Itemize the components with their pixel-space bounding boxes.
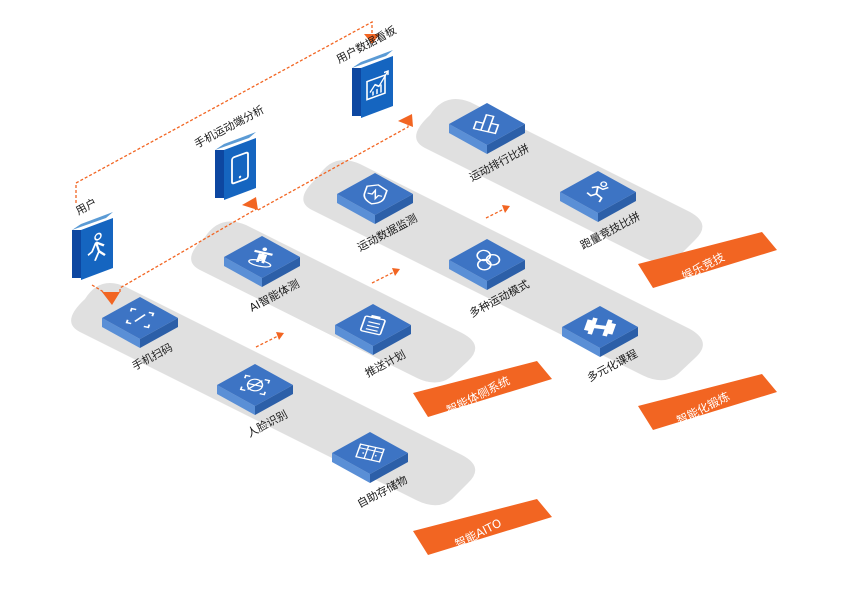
flow-fitness-to-training [371, 271, 395, 284]
tag-ribbon [413, 499, 552, 555]
node-label: 用户 [73, 195, 99, 218]
tile-side [224, 257, 262, 287]
flow-user-to-dashboard [75, 20, 373, 203]
clipboard-list-icon [359, 314, 386, 336]
runner-icon [586, 181, 609, 203]
dumbbell-icon [583, 317, 617, 337]
tile-face-recognition[interactable]: 人脸识别 [217, 364, 293, 440]
tablet-icon [231, 151, 249, 185]
tile-side [332, 453, 370, 483]
arrow-into-phone [242, 197, 258, 210]
tile-side [598, 192, 636, 222]
tile-top [335, 304, 411, 346]
node-dashboard[interactable]: 用户数据看板 [334, 23, 399, 118]
arrow-into-aito [102, 292, 120, 305]
tag-aito: 智能AITO [413, 499, 552, 555]
tile-side [337, 194, 375, 224]
scan-code-icon [125, 307, 155, 329]
node-top [72, 212, 113, 230]
tile-side [217, 385, 255, 415]
node-top [352, 50, 393, 68]
face-recognition-icon [239, 374, 271, 396]
tile-side [487, 124, 525, 154]
tile-side [449, 124, 487, 154]
arrow-training-to-entertainment [502, 205, 510, 213]
node-phone-analysis[interactable]: 手机运动端分析 [192, 102, 267, 200]
tag-ribbon [413, 361, 552, 417]
podium-icon [472, 113, 500, 135]
tile-top [560, 171, 636, 213]
arrow-into-dashboard-bottom [398, 114, 413, 127]
shield-pulse-icon [363, 184, 388, 205]
node-front [224, 138, 256, 200]
tile-side [487, 260, 525, 290]
circles-icon [476, 249, 501, 271]
node-front [361, 56, 393, 118]
tile-side [140, 318, 178, 348]
arrow-aito-to-fitness [276, 332, 284, 340]
tile-side [370, 453, 408, 483]
tile-side [255, 385, 293, 415]
flow-aito-to-phone [119, 203, 260, 292]
flow-user-to-aito [91, 284, 113, 298]
chart-trend-icon [366, 69, 389, 101]
tile-side [375, 194, 413, 224]
node-side [215, 150, 224, 198]
tag-smart-training: 智能化锻炼 [638, 374, 777, 430]
tile-side [373, 325, 411, 355]
node-side [72, 230, 81, 278]
tag-ribbon [638, 232, 777, 288]
tag-ribbon [638, 374, 777, 430]
tile-side [262, 257, 300, 287]
tile-side [449, 260, 487, 290]
body-scan-icon [248, 247, 273, 268]
node-top [215, 132, 256, 150]
flow-training-to-entertainment [485, 208, 505, 219]
flow-panels-to-dashboard [257, 122, 409, 211]
tile-side [600, 327, 638, 357]
flow-lines [75, 20, 510, 348]
tile-side [562, 327, 600, 357]
tile-side [335, 325, 373, 355]
tile-side [102, 318, 140, 348]
tile-side [560, 192, 598, 222]
arrow-into-dashboard [364, 34, 380, 44]
node-front [81, 218, 113, 280]
group-tags: 智能AITO智能体侧系统智能化锻炼娱乐竞技 [413, 232, 777, 555]
arrow-fitness-to-training [392, 268, 400, 276]
node-user[interactable]: 用户 [72, 195, 113, 280]
flow-aito-to-fitness [255, 335, 279, 348]
node-side [352, 68, 361, 116]
walking-person-icon [87, 232, 106, 261]
tile-top [332, 432, 408, 474]
tile-top [449, 103, 525, 145]
locker-icon [355, 443, 385, 463]
